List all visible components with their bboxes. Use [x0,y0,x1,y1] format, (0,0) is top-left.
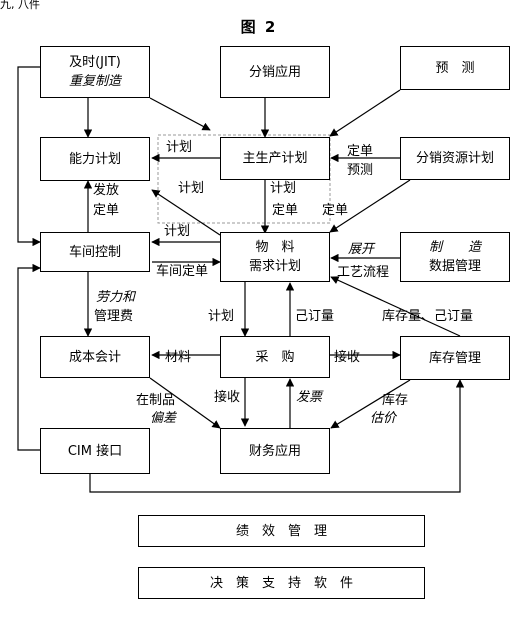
label-valuation: 估价 [370,411,397,426]
performance-box: 绩 效 管 理 [138,515,425,547]
label-invoice: 发票 [296,390,323,405]
mfg-data-line1: 制 造 [428,240,481,255]
mrp-line2: 需求计划 [248,259,301,274]
figure-title: 图 2 [240,18,278,36]
label-wip: 在制品 [136,393,176,408]
distribution-app-label: 分销应用 [248,64,301,80]
cost-accounting-box: 成本会计 [40,336,150,378]
label-stock: 库存 [382,393,409,408]
decision-label: 决 策 支 持 软 件 [209,575,353,591]
label-plan-b: 计划 [178,181,205,196]
decision-box: 决 策 支 持 软 件 [138,567,425,599]
cim-label: CIM 接口 [67,443,123,459]
capacity-plan-label: 能力计划 [68,151,121,167]
jit-box: 及时(JIT) 重复制造 [40,46,150,98]
master-schedule-label: 主生产计划 [242,151,308,166]
purchasing-box: 采 购 [220,336,330,378]
master-schedule-box: 主生产计划 [220,137,330,180]
label-variance: 偏差 [150,411,177,426]
finance-label: 财务应用 [248,443,301,459]
jit-line1: 及时(JIT) [69,55,121,70]
inventory-label: 库存管理 [428,350,481,366]
label-stock-and-ordered: 库存量、己订量 [382,309,474,324]
label-plan-a: 计划 [166,140,193,155]
capacity-plan-box: 能力计划 [40,137,150,181]
label-plan-e: 计划 [208,309,235,324]
label-fixed-order-a: 定单 [93,203,120,218]
label-shop-fixed-order: 车间定单 [156,264,209,279]
label-materials: 材料 [165,350,192,365]
label-process-flow: 工艺流程 [337,265,390,280]
jit-line2: 重复制造 [68,74,121,89]
label-plan-c: 计划 [270,181,297,196]
label-mgmt-fee: 管理费 [94,309,134,324]
label-expand: 展开 [348,242,375,257]
label-plan-d: 计划 [164,224,191,239]
label-dispatch: 发放 [93,183,120,198]
cost-accounting-label: 成本会计 [68,349,121,365]
label-labor: 劳力和 [96,290,136,305]
cim-box: CIM 接口 [40,428,150,474]
forecast-label: 预 测 [435,60,475,76]
label-receive-b: 接收 [214,390,241,405]
purchasing-label: 采 购 [255,349,295,365]
label-ordered: 己订量 [295,309,335,324]
drp-label: 分销资源计划 [415,151,494,166]
distribution-app-box: 分销应用 [220,46,330,98]
mrp-box: 物 料 需求计划 [220,232,330,282]
corner-text: 九, 八件 [0,0,40,11]
mrp-line1: 物 料 [255,240,295,255]
label-forecast: 预测 [347,163,374,178]
shop-control-box: 车间控制 [40,232,150,272]
finance-box: 财务应用 [220,428,330,474]
label-fixed-order-c: 定单 [322,203,349,218]
label-receive-a: 接收 [334,350,361,365]
mfg-data-line2: 数据管理 [428,259,481,274]
forecast-box: 预 测 [400,46,510,90]
mfg-data-box: 制 造 数据管理 [400,232,510,282]
drp-box: 分销资源计划 [400,137,510,180]
label-fixed-order-d: 定单 [347,144,374,159]
label-fixed-order-b: 定单 [272,203,299,218]
inventory-box: 库存管理 [400,336,510,380]
performance-label: 绩 效 管 理 [235,523,327,539]
shop-control-label: 车间控制 [68,244,121,260]
